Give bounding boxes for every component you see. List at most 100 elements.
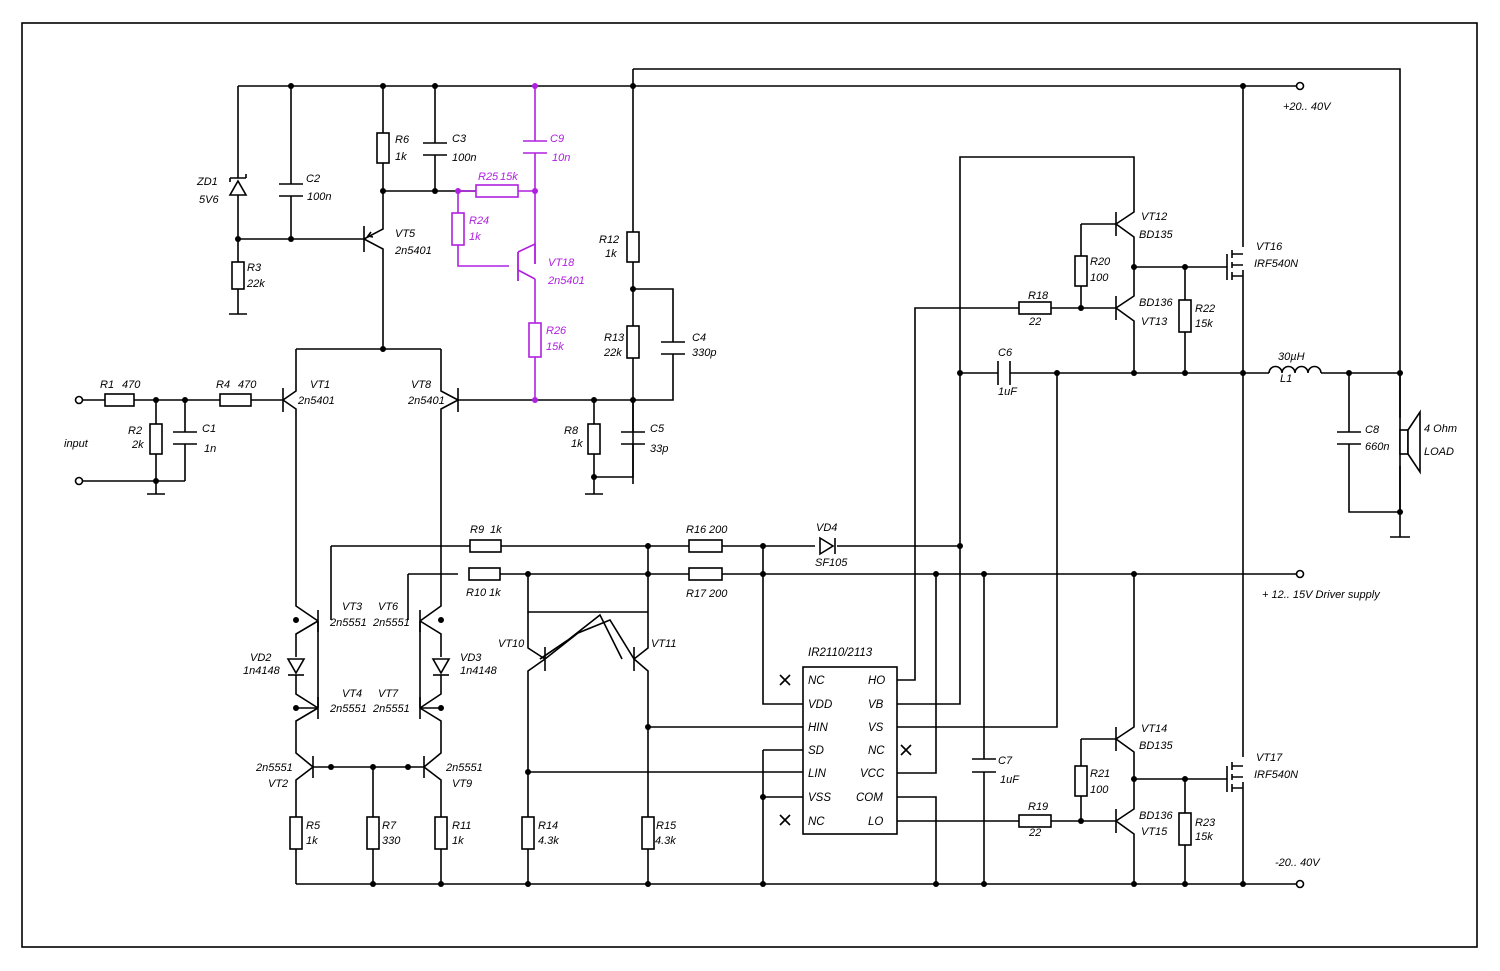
label-vt3-name: VT3 — [342, 601, 363, 613]
label-r20-name: R20 — [1090, 256, 1111, 268]
label-c4-name: C4 — [692, 332, 706, 344]
label-supply-positive: +20.. 40V — [1283, 101, 1332, 113]
label-vt18-value: 2n5401 — [547, 275, 585, 287]
label-vt7-name: VT7 — [378, 688, 399, 700]
resistor-r18 — [1018, 301, 1052, 315]
label-vt18-name: VT18 — [548, 257, 575, 269]
ic-pin-left-4: LIN — [808, 768, 827, 780]
label-vt10-name: VT10 — [498, 638, 525, 650]
label-r19-name: R19 — [1028, 801, 1048, 813]
label-r2-name: R2 — [128, 425, 142, 437]
label-vt9-value: 2n5551 — [445, 762, 483, 774]
label-vd3-value: 1n4148 — [460, 665, 498, 677]
label-r11-value: 1k — [452, 835, 464, 847]
wires — [82, 68, 1410, 885]
label-vt9-name: VT9 — [452, 778, 472, 790]
label-r11-name: R11 — [452, 820, 471, 832]
nc-cross-2 — [779, 814, 791, 826]
label-vd4-value: SF105 — [815, 557, 848, 569]
label-r18-name: R18 — [1028, 290, 1049, 302]
label-r9-name: R9 — [470, 524, 484, 536]
label-vt2-name: VT2 — [268, 778, 288, 790]
ic-pin-right-4: VCC — [860, 768, 885, 780]
label-vt5-value: 2n5401 — [394, 245, 432, 257]
label-vt7-value: 2n5551 — [372, 703, 410, 715]
resistor-r8 — [587, 423, 601, 455]
label-r15-name: R15 — [656, 820, 677, 832]
ic-pin-left-6: NC — [808, 816, 825, 828]
label-r10-name: R10 — [466, 587, 487, 599]
label-c7-value: 1uF — [1000, 774, 1020, 786]
resistor-r23 — [1178, 812, 1192, 846]
resistor-r17 — [688, 567, 723, 581]
label-r8-value: 1k — [571, 438, 583, 450]
label-r19-value: 22 — [1028, 827, 1041, 839]
label-vd2-value: 1n4148 — [243, 665, 281, 677]
label-c3-value: 100n — [452, 152, 476, 164]
grounds — [147, 313, 603, 495]
label-vt14-name: VT14 — [1141, 723, 1167, 735]
label-vt4-value: 2n5551 — [329, 703, 367, 715]
label-r7-value: 330 — [382, 835, 401, 847]
resistor-r20 — [1074, 255, 1088, 287]
label-vt2-value: 2n5551 — [255, 762, 293, 774]
junction-dots — [153, 83, 1403, 887]
label-c5-value: 33p — [650, 443, 668, 455]
diode-vd2 — [286, 658, 306, 676]
ic-pin-left-5: VSS — [808, 792, 831, 804]
resistor-r19 — [1018, 814, 1052, 828]
resistor-r15 — [641, 816, 655, 850]
schematic-frame — [21, 22, 1478, 948]
resistor-r14 — [521, 816, 535, 850]
label-vd3-name: VD3 — [460, 652, 482, 664]
label-r21-value: 100 — [1090, 784, 1109, 796]
label-r3-name: R3 — [247, 262, 262, 274]
resistor-r13 — [626, 325, 640, 359]
label-c1-name: C1 — [202, 423, 216, 435]
resistor-r1 — [104, 393, 135, 407]
label-r5-name: R5 — [306, 820, 321, 832]
capacitors — [173, 140, 1361, 773]
label-r12-name: R12 — [599, 234, 619, 246]
label-r26-name: R26 — [546, 325, 567, 337]
label-vt15-value: BD136 — [1139, 810, 1174, 822]
label-r17-value: 200 — [708, 588, 728, 600]
resistor-r4 — [219, 393, 252, 407]
label-vt16-value: IRF540N — [1254, 258, 1298, 270]
resistor-r7 — [366, 816, 380, 850]
resistor-r25 — [475, 184, 519, 198]
label-vt11-name: VT11 — [651, 638, 676, 650]
transistors — [282, 200, 1243, 840]
label-r13-name: R13 — [604, 332, 625, 344]
label-r1-name: R1 — [100, 379, 114, 391]
ic-pin-right-2: VS — [868, 722, 884, 734]
resistor-r24 — [451, 212, 465, 246]
label-c9-value: 10n — [552, 152, 570, 164]
label-c4-value: 330p — [692, 347, 716, 359]
label-r14-name: R14 — [538, 820, 558, 832]
resistor-r2 — [149, 423, 163, 455]
label-r13-value: 22k — [603, 347, 622, 359]
label-r8-name: R8 — [564, 425, 579, 437]
diode-vd4 — [819, 536, 836, 556]
label-load-value: 4 Ohm — [1424, 423, 1457, 435]
label-r4-value: 470 — [238, 379, 257, 391]
terminals — [74, 81, 1305, 889]
label-c8-value: 660n — [1365, 441, 1389, 453]
ic-pin-right-0: HO — [868, 675, 885, 687]
label-c2-name: C2 — [306, 173, 320, 185]
label-vt12-value: BD135 — [1139, 229, 1174, 241]
label-vd2-name: VD2 — [250, 652, 271, 664]
label-r24-name: R24 — [469, 215, 489, 227]
label-zd1-value: 5V6 — [199, 194, 219, 206]
nc-cross-3 — [900, 744, 912, 756]
label-r2-value: 2k — [131, 439, 144, 451]
label-vt4-name: VT4 — [342, 688, 362, 700]
label-r16-value: 200 — [708, 524, 728, 536]
resistor-r26 — [528, 322, 542, 358]
label-c8-name: C8 — [1365, 424, 1380, 436]
label-r4-name: R4 — [216, 379, 230, 391]
resistor-r16 — [688, 539, 723, 553]
label-r3-value: 22k — [246, 278, 265, 290]
